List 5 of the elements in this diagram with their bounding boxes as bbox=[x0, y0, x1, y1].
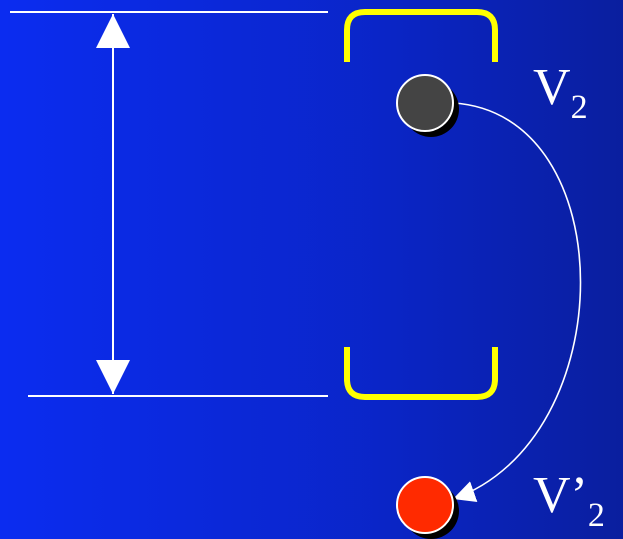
arrow bbox=[452, 102, 582, 500]
particle-circle bbox=[395, 73, 461, 139]
particle-circle bbox=[395, 475, 461, 539]
variable-label: V$_{2}$ bbox=[533, 62, 588, 125]
variable-label: V’$_{2}$ bbox=[533, 470, 605, 533]
